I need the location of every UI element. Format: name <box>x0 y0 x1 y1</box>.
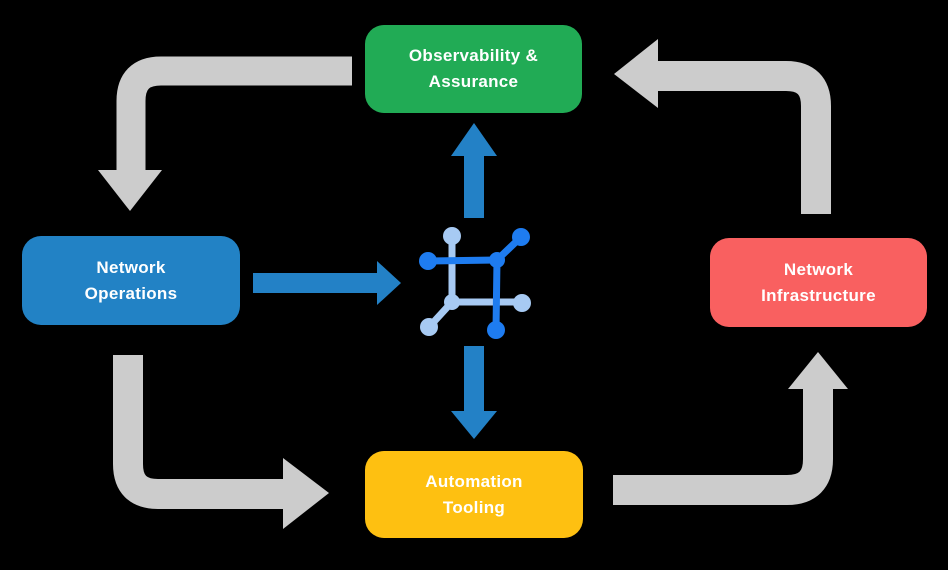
node-network-infrastructure: Network Infrastructure <box>710 238 927 327</box>
arrow-shaft <box>113 355 284 509</box>
arrow-infrastructure-to-observability <box>614 39 831 214</box>
icon-line <box>492 256 501 334</box>
node-network-operations: Network Operations <box>22 236 240 325</box>
node-label-line2: Assurance <box>428 72 519 91</box>
arrow-shaft <box>116 56 352 172</box>
icon-node <box>513 294 531 312</box>
node-label-line1: Network <box>96 257 166 277</box>
arrow-platform-to-automation <box>451 346 497 439</box>
icon-dark-branch <box>419 228 530 339</box>
node-label-line2: Infrastructure <box>761 285 876 305</box>
arrow-shaft <box>657 61 831 214</box>
icon-line <box>425 256 501 265</box>
icon-node <box>444 294 460 310</box>
arrow-head-up <box>451 123 497 156</box>
icon-node <box>420 318 438 336</box>
node-label-line2: Operations <box>84 283 178 303</box>
icon-light-branch <box>420 227 531 336</box>
node-label-line2: Tooling <box>442 497 506 517</box>
arrow-observability-to-operations <box>98 56 352 211</box>
arrow-head-right <box>283 458 329 529</box>
arrow-head-down <box>451 411 497 439</box>
node-label-line1: Automation <box>425 471 523 491</box>
arrow-head-up <box>788 352 848 389</box>
icon-node <box>443 227 461 245</box>
node-automation-tooling: Automation Tooling <box>365 451 583 538</box>
node-label-line1: Observability & <box>408 46 539 65</box>
icon-node <box>489 252 505 268</box>
icon-node <box>419 252 437 270</box>
network-automation-icon <box>419 227 531 339</box>
arrow-head-right <box>377 261 401 305</box>
arrow-head-left <box>614 39 658 108</box>
icon-node <box>512 228 530 246</box>
node-label-line1: Network <box>783 259 854 279</box>
icon-node <box>487 321 505 339</box>
arrow-platform-to-observability <box>451 123 497 218</box>
arrow-head-down <box>98 170 162 211</box>
arrow-automation-to-infrastructure <box>613 352 848 505</box>
arrow-operations-to-automation <box>113 355 329 529</box>
node-observability-assurance: Observability & Assurance <box>365 25 582 113</box>
arrow-operations-to-platform <box>253 261 401 305</box>
arrow-shaft <box>613 389 833 505</box>
